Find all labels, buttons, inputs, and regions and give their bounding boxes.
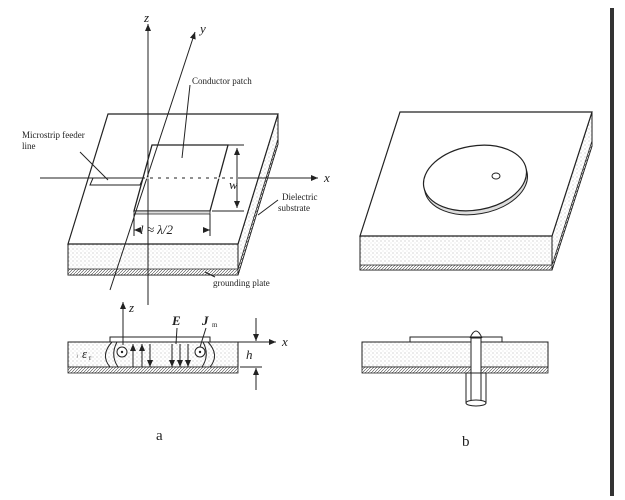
ground-plate-front xyxy=(67,268,239,276)
figure-b-cross-section xyxy=(361,330,549,407)
ground-plate-right xyxy=(237,138,279,276)
w-label: w xyxy=(229,177,238,192)
microstrip-feeder xyxy=(89,177,144,186)
dielectric-leader xyxy=(257,199,279,216)
figure-a-3d: z y x w l ≈ λ/2 Conductor patch Microstr… xyxy=(22,10,330,305)
h-label: h xyxy=(246,347,253,362)
patch-leader xyxy=(181,84,191,159)
b-ground-front xyxy=(359,264,553,271)
coax-probe xyxy=(470,337,482,374)
circular-patch xyxy=(422,144,528,212)
ground-leader xyxy=(204,271,216,278)
dielectric-label-line1: Dielectric xyxy=(282,192,317,202)
conductor-patch-label: Conductor patch xyxy=(192,76,252,86)
magnetic-current-left-dot xyxy=(120,350,124,354)
eps-subscript: r xyxy=(89,354,92,362)
feed-point xyxy=(491,172,501,180)
b-cross-patch xyxy=(409,336,503,343)
z-axis-cross-label: z xyxy=(128,300,134,315)
b-cross-ground xyxy=(361,366,549,374)
caption-a: a xyxy=(156,428,163,444)
coax-end xyxy=(465,399,487,407)
e-field-lines xyxy=(105,341,215,368)
feeder-label-line2: line xyxy=(22,141,36,151)
length-label: l ≈ λ/2 xyxy=(140,222,173,237)
coax-connector xyxy=(465,372,487,404)
y-axis-a xyxy=(109,31,196,291)
page-border-bar xyxy=(610,8,614,496)
grounding-label: grounding plate xyxy=(213,278,270,288)
feeder-label-line1: Microstrip feeder xyxy=(22,130,85,140)
figure-b-3d xyxy=(359,111,593,271)
j-leader xyxy=(199,327,207,348)
eps-prefix: ₁ xyxy=(76,350,78,358)
cross-a-patch xyxy=(109,336,211,343)
eps-label: ε xyxy=(82,346,88,361)
cross-a-ground xyxy=(67,366,239,374)
j-label: J xyxy=(201,313,209,328)
caption-b: b xyxy=(462,434,470,450)
x-axis-cross-label: x xyxy=(281,334,288,349)
j-subscript: m xyxy=(212,321,218,329)
probe-solder xyxy=(469,330,483,339)
b-ground-right xyxy=(551,140,593,271)
y-axis-a-label: y xyxy=(198,21,206,36)
z-axis-a-label: z xyxy=(143,10,149,25)
b-cross-substrate xyxy=(361,341,549,368)
patch-edge xyxy=(133,210,211,215)
dielectric-label-line2: substrate xyxy=(278,203,310,213)
figure-a-cross-section: z x E J m ₁ ε r h xyxy=(67,300,288,390)
feeder-leader xyxy=(79,151,109,181)
e-field-label: E xyxy=(171,313,181,328)
x-axis-a-label: x xyxy=(323,170,330,185)
magnetic-current-right-dot xyxy=(198,350,202,354)
e-leader xyxy=(175,327,178,345)
